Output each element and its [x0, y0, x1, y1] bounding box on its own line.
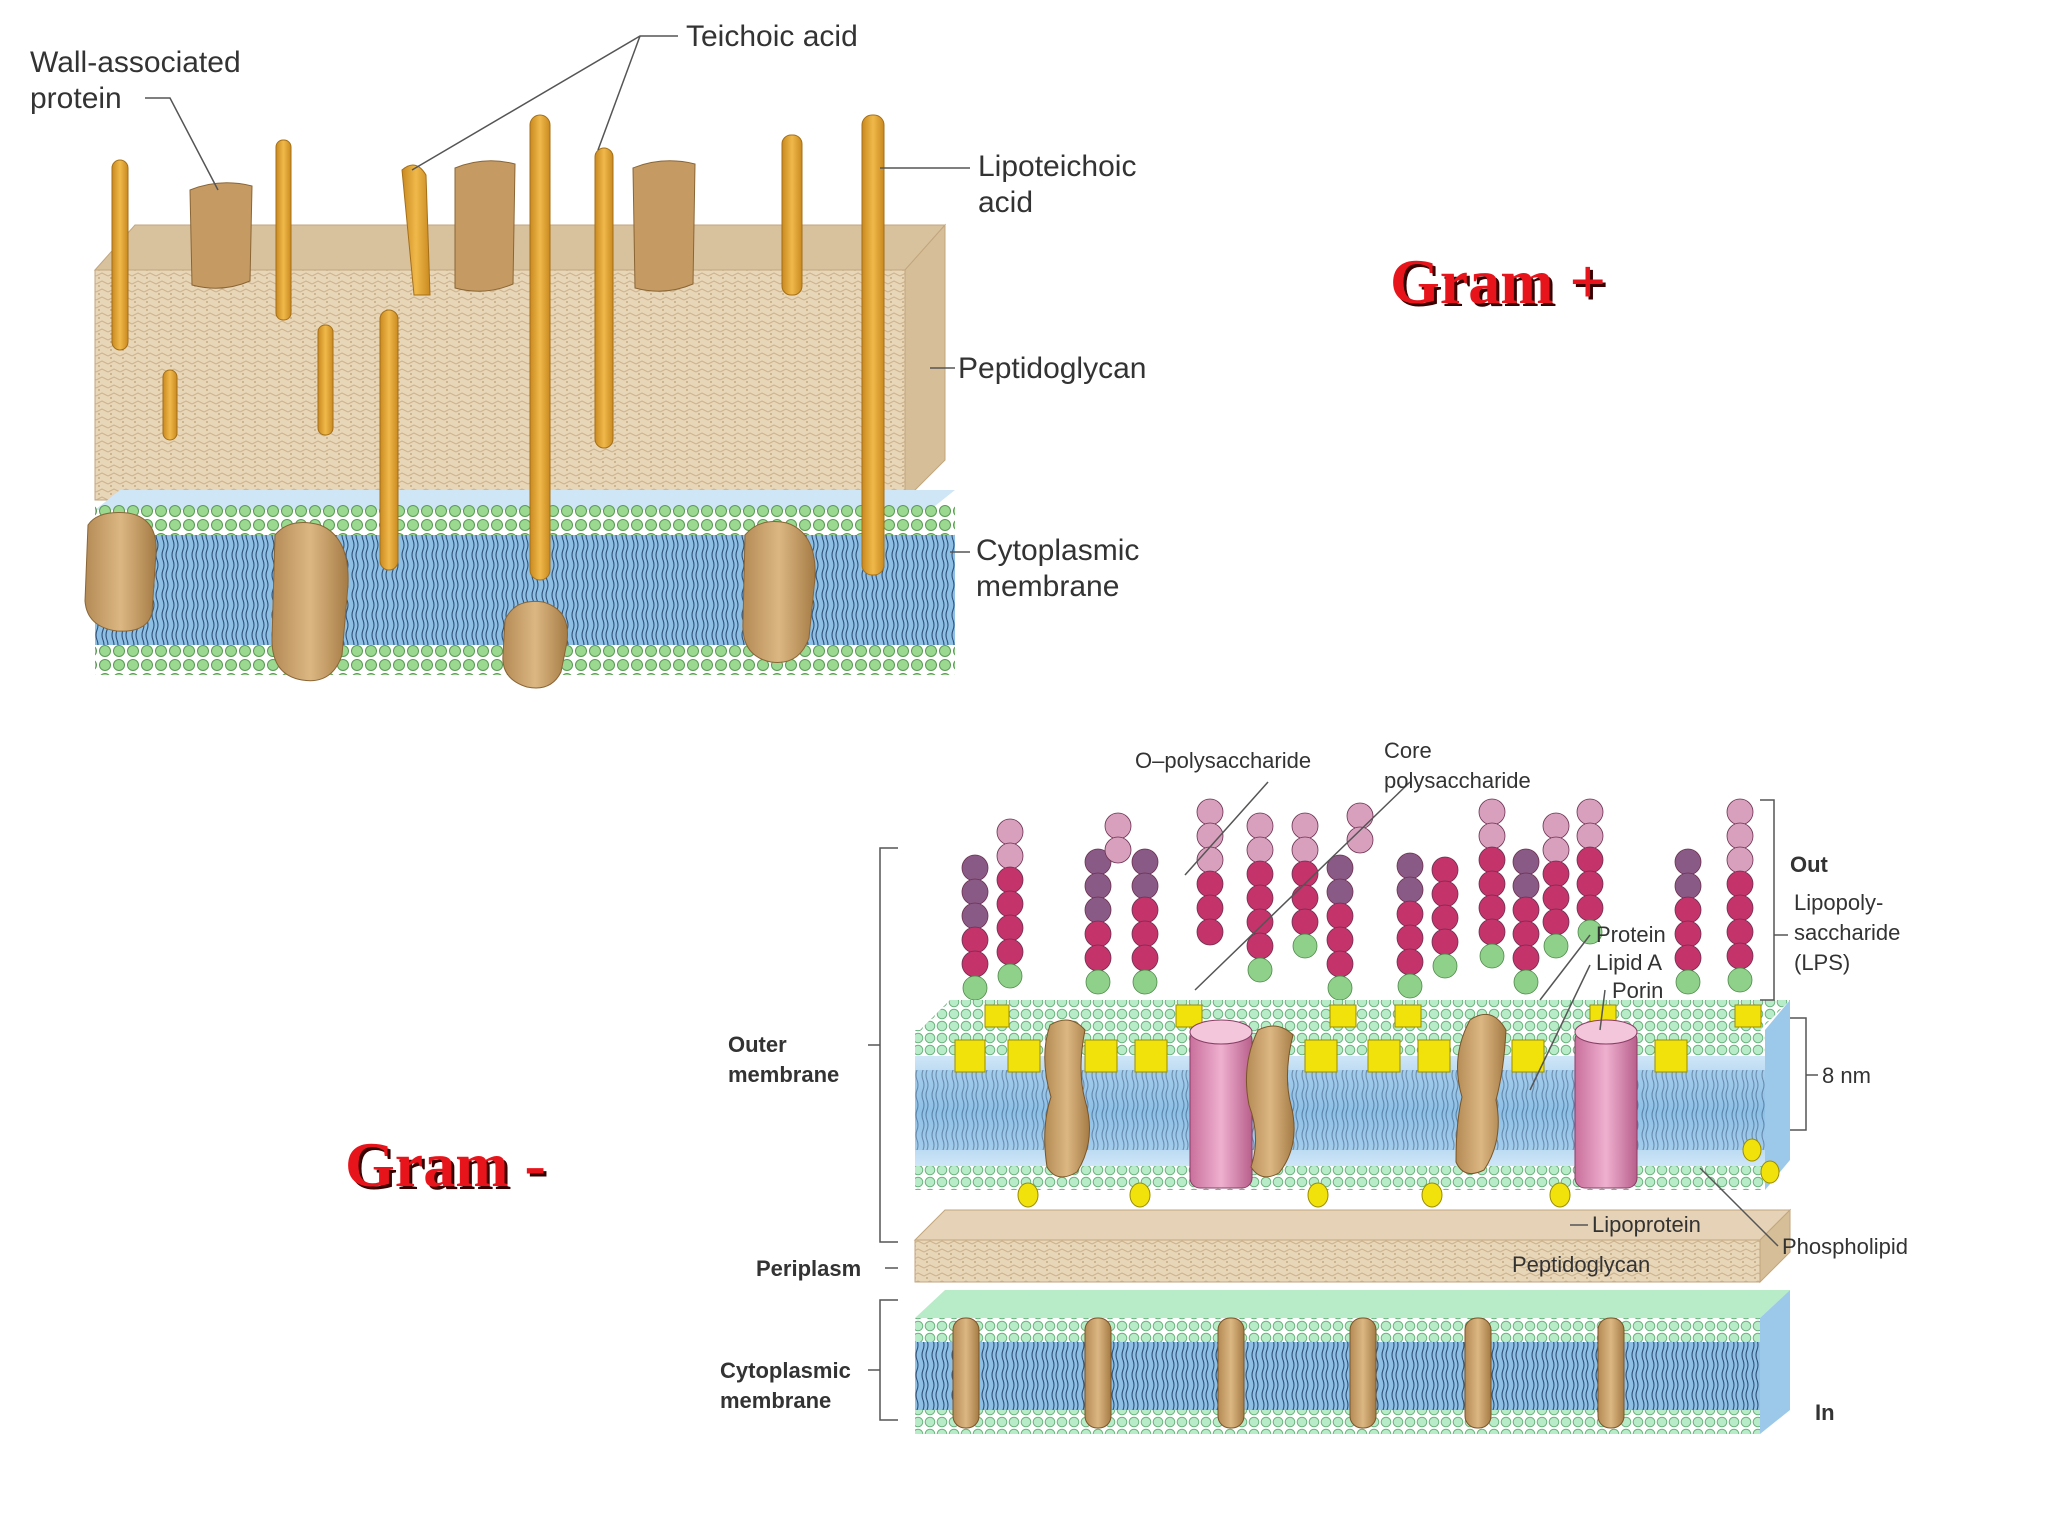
title-gram-negative: Gram -	[345, 1129, 546, 1200]
label-cytoplasmic-membrane-gn-2: membrane	[720, 1388, 831, 1413]
label-lipid-a: Lipid A	[1596, 950, 1662, 975]
label-periplasm: Periplasm	[756, 1256, 861, 1281]
gram-negative-labels: O–polysaccharide Core polysaccharide Out…	[720, 738, 1908, 1425]
lps-chains	[961, 798, 1754, 1001]
title-gram-positive: Gram +	[1390, 246, 1606, 317]
wall-associated-proteins	[189, 160, 696, 292]
label-in: In	[1815, 1400, 1835, 1425]
label-protein: Protein	[1596, 922, 1666, 947]
label-cytoplasmic-membrane-gn-1: Cytoplasmic	[720, 1358, 851, 1383]
label-cytoplasmic-membrane-gp-2: membrane	[976, 570, 1119, 603]
label-o-polysaccharide: O–polysaccharide	[1135, 748, 1311, 773]
gp-membrane-proteins	[84, 512, 816, 689]
label-8nm: 8 nm	[1822, 1063, 1871, 1088]
gram-negative-leaders	[868, 781, 1818, 1421]
label-phospholipid: Phospholipid	[1782, 1234, 1908, 1259]
label-outer-membrane-2: membrane	[728, 1062, 839, 1087]
label-porin: Porin	[1612, 978, 1663, 1003]
label-lps-2: saccharide	[1794, 920, 1900, 945]
outer-membrane-proteins	[1044, 1013, 1507, 1178]
label-outer-membrane-1: Outer	[728, 1032, 787, 1057]
label-lps-3: (LPS)	[1794, 950, 1850, 975]
label-core-polysaccharide-2: polysaccharide	[1384, 768, 1531, 793]
inner-membrane-proteins	[952, 1317, 1625, 1429]
porin-proteins	[1189, 1019, 1638, 1189]
label-teichoic-acid: Teichoic acid	[686, 20, 858, 53]
label-lipoprotein: Lipoprotein	[1592, 1212, 1701, 1237]
label-cytoplasmic-membrane-gp-1: Cytoplasmic	[976, 534, 1139, 567]
label-peptidoglycan-gn: Peptidoglycan	[1512, 1252, 1650, 1277]
label-out: Out	[1790, 852, 1829, 877]
label-peptidoglycan-gp: Peptidoglycan	[958, 352, 1146, 385]
teichoic-acid-rods	[111, 114, 885, 581]
gram-positive-diagram: Wall-associated protein Teichoic acid Li…	[30, 20, 1146, 689]
label-lipoteichoic-acid-2: acid	[978, 186, 1033, 219]
label-lipoteichoic-acid-1: Lipoteichoic	[978, 150, 1136, 183]
gram-negative-diagram: O–polysaccharide Core polysaccharide Out…	[720, 738, 1908, 1434]
label-core-polysaccharide-1: Core	[1384, 738, 1432, 763]
gram-positive-labels: Wall-associated protein Teichoic acid Li…	[30, 20, 1146, 603]
label-lps-1: Lipopoly-	[1794, 890, 1883, 915]
lipid-a-blocks	[954, 1004, 1762, 1073]
gn-peptidoglycan-layer	[913, 1208, 1792, 1284]
label-wall-associated-protein-2: protein	[30, 82, 122, 115]
label-wall-associated-protein-1: Wall-associated	[30, 46, 241, 79]
